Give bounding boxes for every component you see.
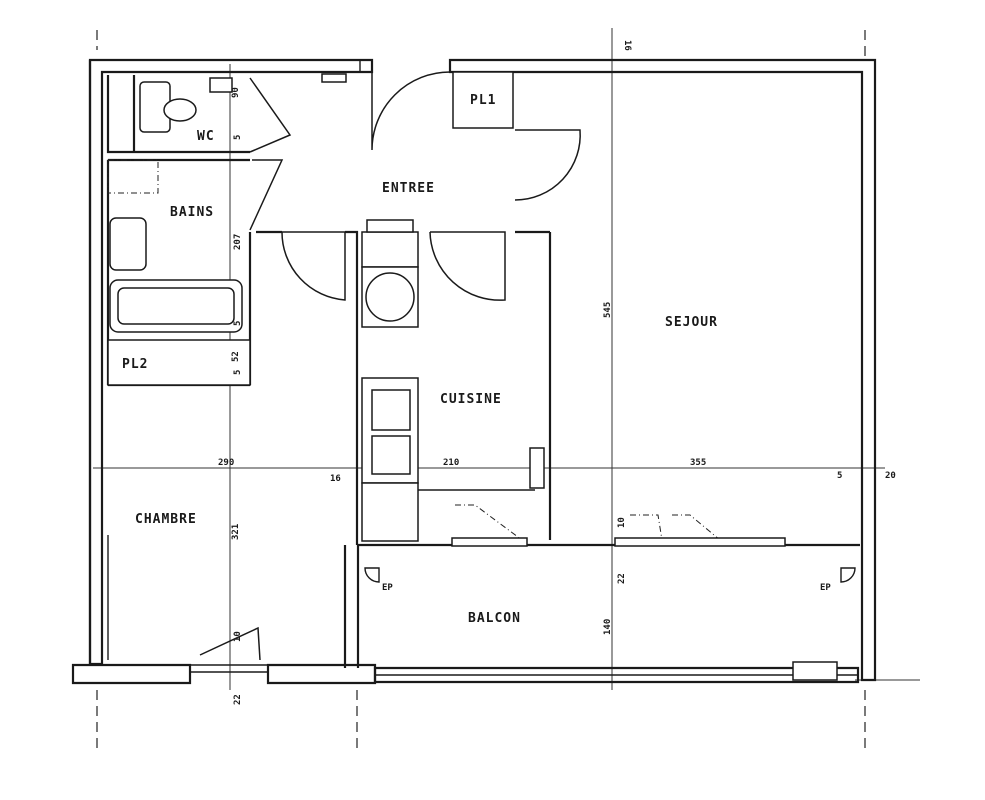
dim-chambre-width: 290 [218,458,234,468]
entry-door[interactable] [371,71,451,151]
dim-top-wall: 16 [622,40,632,51]
sejour-door[interactable] [514,129,581,201]
sejour-window-door[interactable] [630,514,721,541]
cuisine-window-door[interactable] [455,504,523,541]
cuisine-window [451,537,528,547]
dim-chambre-door: 10 [233,631,243,642]
kitchen-counter-top [361,231,419,268]
dim-chambre-height: 321 [231,524,241,540]
cooker-hob [365,272,415,322]
pl1-label: PL1 [470,93,496,108]
dim-sejour-side: 5 [837,471,842,481]
dim-bath-side: 5 [233,321,243,326]
ep-right-label: EP [820,583,831,593]
bains-door[interactable] [249,159,284,231]
wall-bottom-left [71,663,192,685]
dim-facade: 22 [617,573,627,584]
sejour-label: SEJOUR [665,315,718,330]
toilet-bowl [163,98,197,122]
balcon-label: BALCON [468,611,521,626]
pl1-closet [452,71,514,129]
washer-space [107,159,159,194]
dimension-labels: 16 90 5 207 5 52 5 290 16 210 355 5 20 5… [218,40,896,705]
dim-wc-side: 5 [233,135,243,140]
dim-sejour-width: 355 [690,458,706,468]
chambre-label: CHAMBRE [135,512,197,527]
dim-cuisine-width: 210 [443,458,459,468]
exterior-walls [71,58,877,685]
dim-sejour-height: 545 [603,302,613,318]
entree-label: ENTREE [382,181,435,196]
wc-sink [209,77,233,93]
wall-wc-bottom [106,75,250,154]
wc-door[interactable] [249,77,292,153]
interior-walls [106,60,860,668]
chambre-balcony-door[interactable] [199,626,261,661]
bains-label: BAINS [170,205,214,220]
dim-pl2-width: 52 [231,351,241,362]
cuisine-radiator [529,447,545,489]
room-labels: WC BAINS ENTREE PL1 PL2 CUISINE SEJOUR C… [122,93,831,626]
sink-basin-1 [371,389,411,431]
dim-balcon-depth: 140 [603,619,613,635]
wall-right-top [448,58,877,682]
chambre-window [190,664,268,673]
wall-cuisine-left [345,230,359,545]
balcony-rail [373,666,860,684]
cuisine-door[interactable] [429,231,506,301]
dim-pl2-side: 5 [233,370,243,375]
cooker-hood [366,219,414,233]
reference-axes [93,28,920,750]
dim-wc-width: 90 [231,87,241,98]
bathroom-sink [109,217,147,271]
balcony-planter [792,661,838,681]
dim-bains-height: 207 [233,234,243,250]
ep-left-symbol [364,567,380,583]
sink-basin-2 [371,435,411,475]
fixtures [107,73,856,583]
wc-label: WC [197,129,215,144]
dim-partition-1: 16 [330,474,341,484]
ep-right-symbol [840,567,856,583]
dim-sejour-door: 10 [617,517,627,528]
ep-left-label: EP [382,583,393,593]
dim-right-wall: 20 [885,471,896,481]
sejour-window [614,537,786,547]
doors [199,71,786,661]
pl2-closet [107,339,251,386]
dim-bottom-left: 22 [233,694,243,705]
bathtub-inner [117,287,235,325]
pl2-label: PL2 [122,357,148,372]
wc-vent [321,73,347,83]
cuisine-label: CUISINE [440,392,502,407]
chambre-hall-door[interactable] [281,231,346,301]
kitchen-counter-bottom [361,482,419,542]
